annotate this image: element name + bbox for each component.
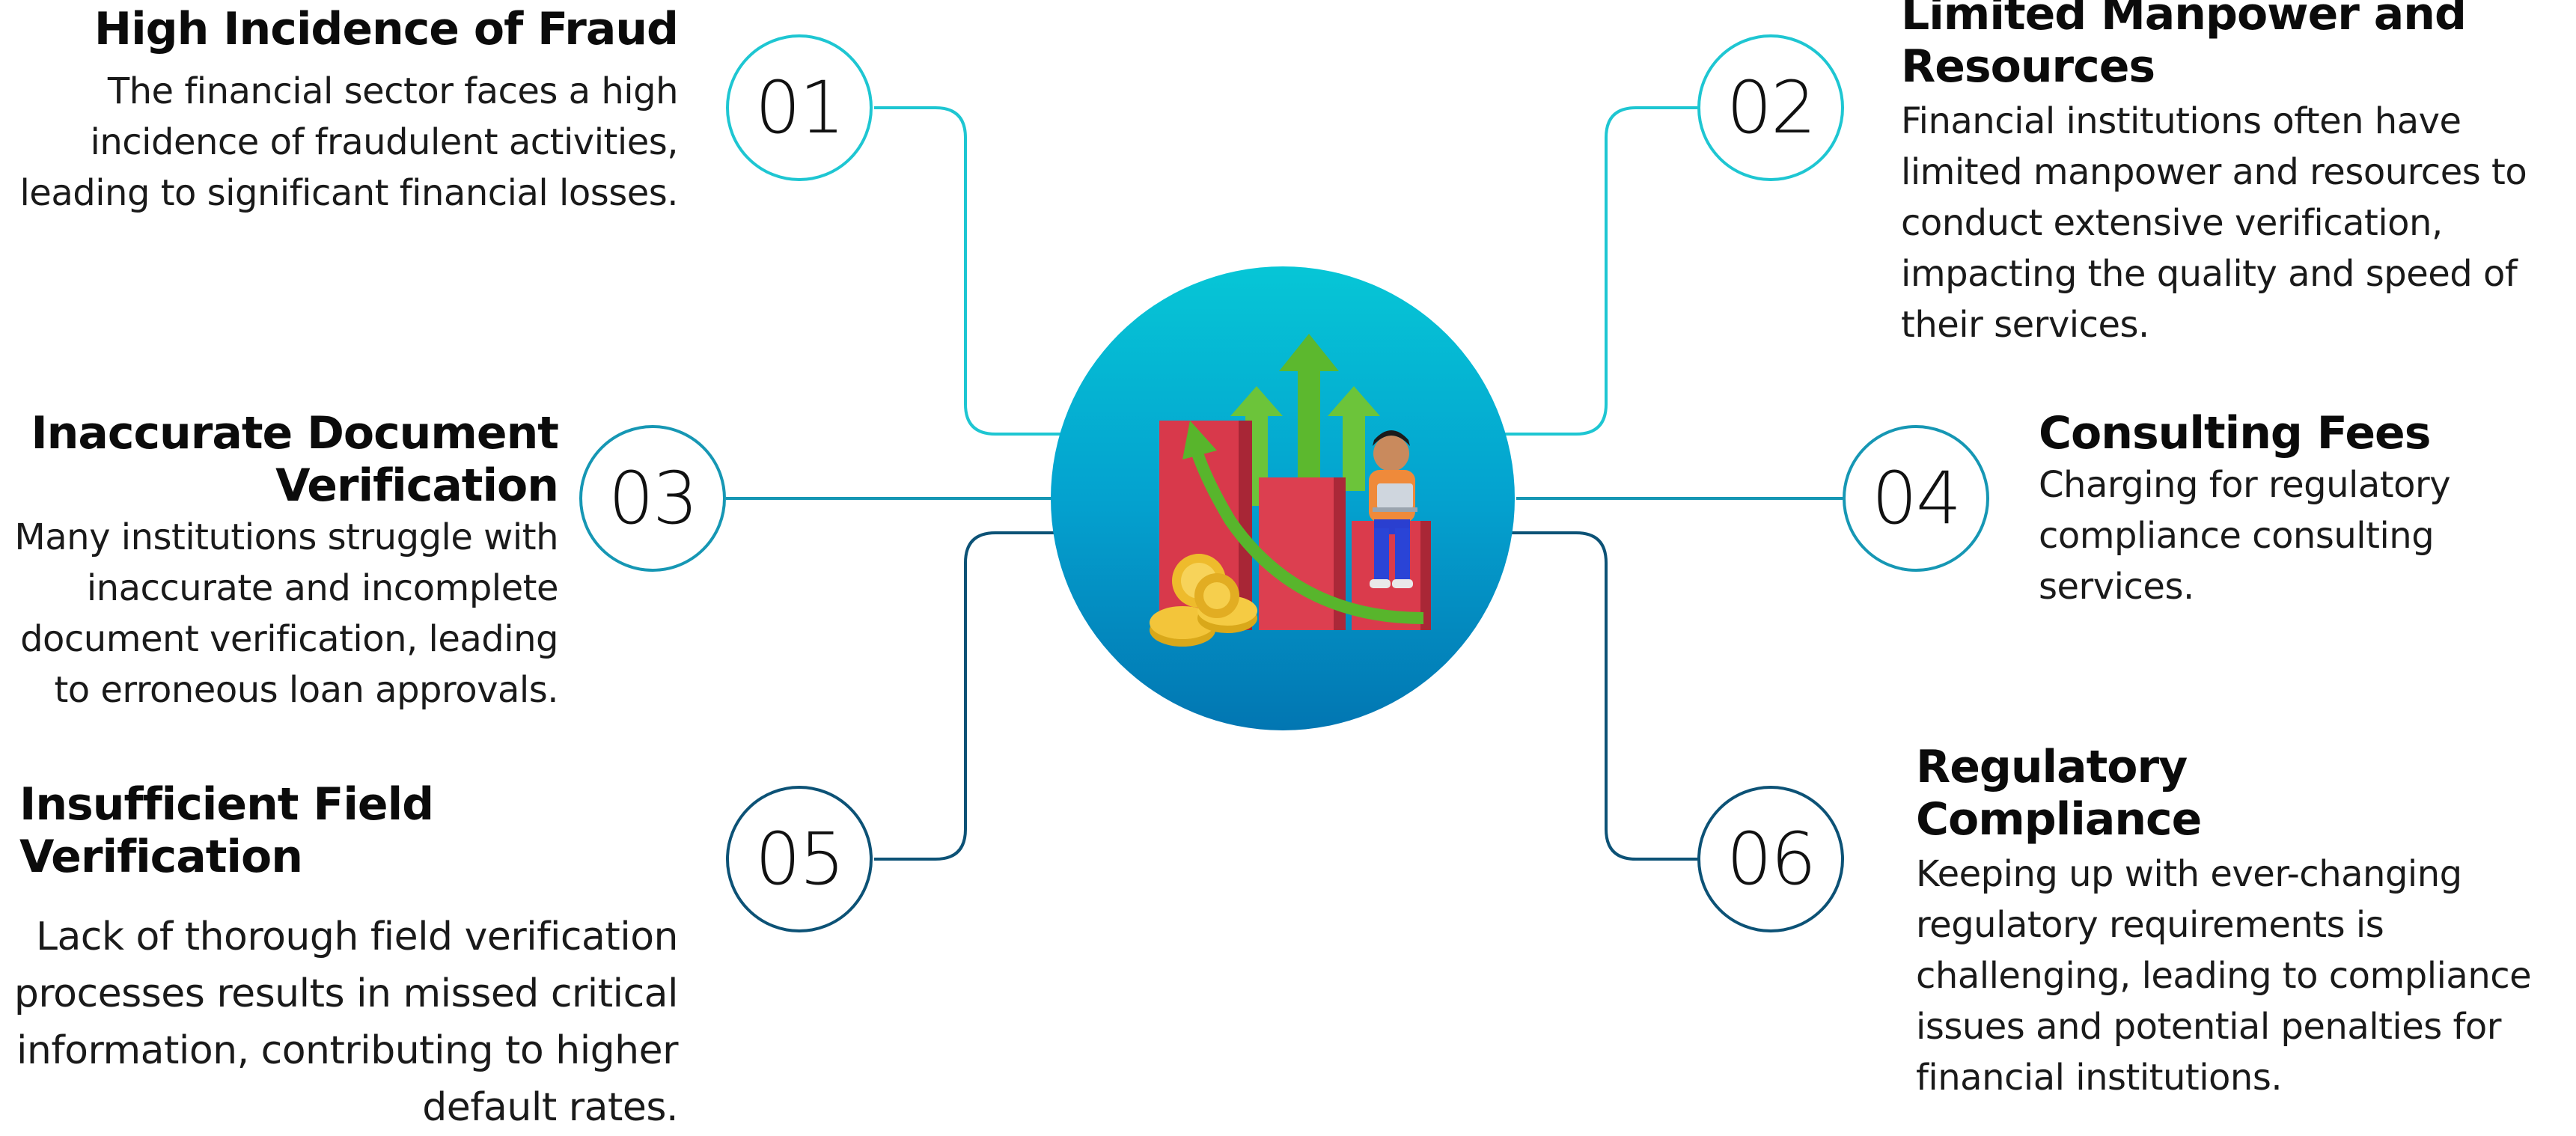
item-02-body: Financial institutions often have limite… <box>1901 100 2527 346</box>
item-04: Consulting Fees Charging for regulatory … <box>2039 407 2503 612</box>
item-03-body: Many institutions struggle with inaccura… <box>14 516 558 711</box>
item-01-body: The financial sector faces a high incide… <box>19 70 678 214</box>
item-03: Inaccurate Document Verification Many in… <box>12 407 559 715</box>
item-04-body: Charging for regulatory compliance consu… <box>2039 464 2451 608</box>
connector-06 <box>1501 531 1697 861</box>
number-circle-04: 04 <box>1843 425 1989 572</box>
item-02-title: Limited Manpower and Resources <box>1901 0 2467 93</box>
center-hub <box>1051 266 1515 730</box>
connector-02 <box>1501 106 1697 436</box>
connector-01 <box>874 106 1070 436</box>
item-05: Insufficient Field Verification Lack of … <box>4 778 679 1136</box>
number-circle-03: 03 <box>579 425 726 572</box>
item-04-title: Consulting Fees <box>2039 407 2431 459</box>
item-03-title: Inaccurate Document Verification <box>31 407 559 512</box>
item-05-title: Insufficient Field Verification <box>19 778 434 883</box>
item-05-body: Lack of thorough field verification proc… <box>13 914 679 1130</box>
item-02: Limited Manpower and Resources Financial… <box>1901 0 2560 350</box>
item-06-body: Keeping up with ever-changing regulatory… <box>1916 853 2532 1099</box>
item-01-title: High Incidence of Fraud <box>94 3 679 55</box>
connector-05 <box>874 531 1070 861</box>
item-06-title: Regulatory Compliance <box>1916 741 2202 846</box>
item-06: Regulatory Compliance Keeping up with ev… <box>1916 741 2560 1103</box>
diagram-canvas: 01 02 03 04 05 06 High Incidence of Frau… <box>4 0 2560 1130</box>
number-circle-06: 06 <box>1697 786 1844 932</box>
number-circle-02: 02 <box>1697 34 1844 181</box>
number-circle-05: 05 <box>726 786 873 932</box>
growth-chart-with-person-and-coins-icon <box>1150 334 1431 647</box>
item-01: High Incidence of Fraud The financial se… <box>4 3 679 219</box>
connector-lines <box>726 106 1843 861</box>
number-circle-01: 01 <box>726 34 873 181</box>
